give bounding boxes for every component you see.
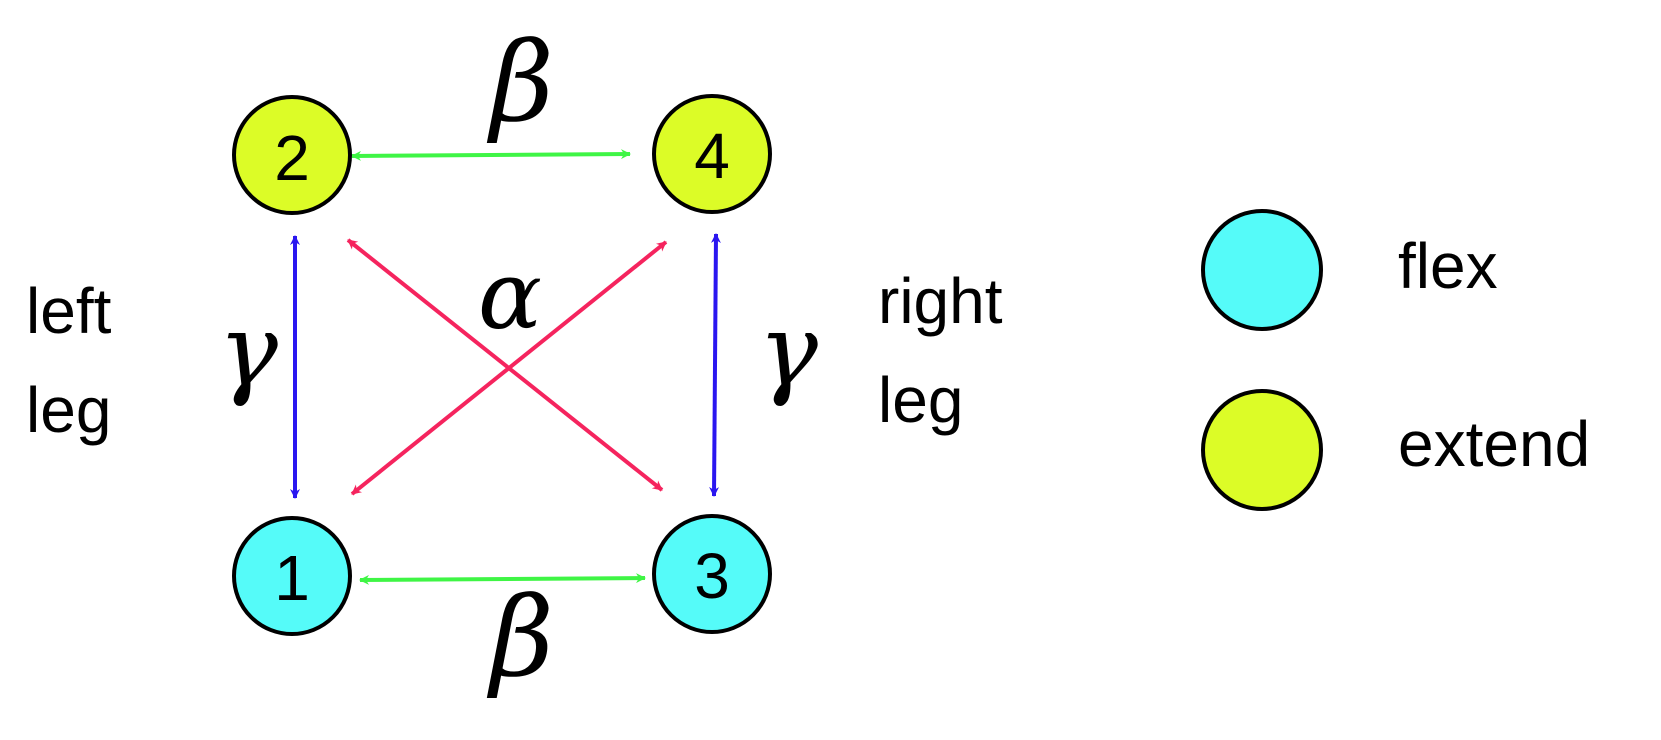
alpha-label: α xyxy=(478,241,542,351)
node-3-circle xyxy=(652,514,772,634)
beta-arrow-bottom xyxy=(359,573,646,585)
beta-label-top: β xyxy=(486,18,554,146)
beta-label-bottom: β xyxy=(486,573,554,701)
alpha-arrow-4-1 xyxy=(350,240,668,496)
node-3-label: 3 xyxy=(694,540,730,612)
left-leg-label-line-2: leg xyxy=(26,374,111,446)
legend-label-flex: flex xyxy=(1398,230,1498,302)
node-1-circle xyxy=(232,516,352,636)
node-3: 3 xyxy=(652,514,772,634)
coupling-arrows xyxy=(290,149,721,585)
beta-arrow-top xyxy=(351,149,631,161)
node-4-label: 4 xyxy=(694,120,730,192)
gamma-label-right: γ xyxy=(758,292,818,409)
node-2-label: 2 xyxy=(274,122,310,194)
node-4: 4 xyxy=(652,94,772,214)
left-leg-label-line-1: left xyxy=(26,275,112,347)
right-leg-label-line-2: leg xyxy=(878,364,963,436)
node-4-circle xyxy=(652,94,772,214)
legend: flex extend xyxy=(1201,209,1590,511)
node-2-circle xyxy=(232,95,352,215)
legend-item-flex: flex xyxy=(1201,209,1498,331)
legend-swatch-flex xyxy=(1201,209,1323,331)
gamma-arrow-right xyxy=(709,233,721,497)
node-1: 1 xyxy=(232,516,352,636)
gamma-label-left: γ xyxy=(218,292,278,409)
node-1-label: 1 xyxy=(274,542,310,614)
right-leg-label-line-1: right xyxy=(878,265,1003,337)
legend-swatch-extend xyxy=(1201,389,1323,511)
legend-label-extend: extend xyxy=(1398,408,1590,480)
legend-item-extend: extend xyxy=(1201,389,1590,511)
node-2: 2 xyxy=(232,95,352,215)
